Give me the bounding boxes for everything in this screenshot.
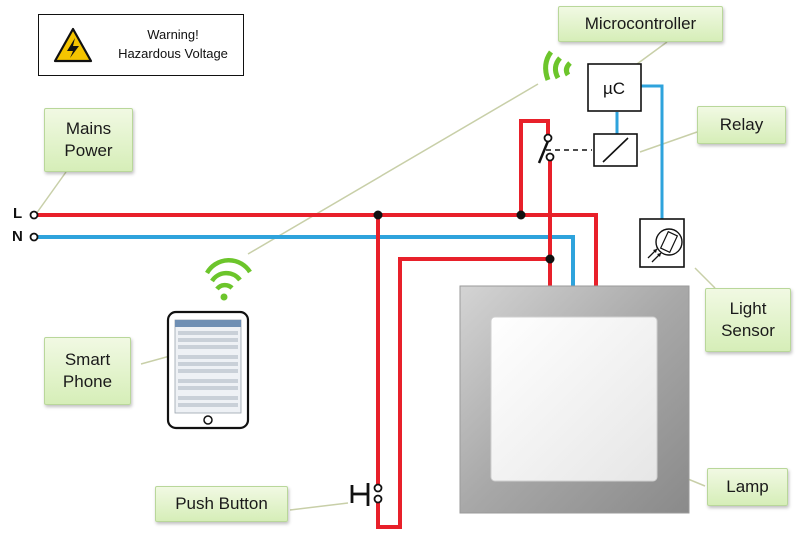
lamp-label: Lamp	[707, 468, 788, 506]
warning-line-1: Warning!	[147, 27, 199, 42]
wifi-signal-phone-icon	[205, 258, 252, 301]
hazard-warning-box: Warning! Hazardous Voltage	[38, 14, 244, 76]
mains-power-label: Mains Power	[44, 108, 133, 172]
live-main-wire	[37, 213, 598, 286]
wifi-signal-icon	[543, 50, 572, 81]
mains-power-label-line-2: Power	[64, 141, 113, 160]
relay-label: Relay	[697, 106, 786, 144]
relay-icon	[593, 133, 638, 167]
push-button-label: Push Button	[155, 486, 288, 522]
relay-switch	[537, 133, 592, 164]
mains-power-label-line-1: Mains	[65, 119, 112, 138]
terminal-neutral-label: N	[12, 228, 23, 245]
warning-line-2: Hazardous Voltage	[118, 46, 228, 61]
push-button-icon	[350, 483, 383, 506]
lamp-label-text: Lamp	[726, 477, 769, 496]
neutral-wire	[37, 235, 575, 286]
high-voltage-warning-icon	[53, 27, 93, 63]
warning-text: Warning! Hazardous Voltage	[105, 25, 241, 63]
light-sensor-label-line-1: Light	[729, 299, 767, 318]
microcontroller-label: Microcontroller	[558, 6, 723, 42]
microcontroller-label-text: Microcontroller	[584, 14, 697, 33]
sensor-control-wire	[640, 84, 664, 219]
smart-phone-label-line-1: Smart	[64, 350, 111, 369]
mains-power-leader	[35, 171, 67, 215]
light-sensor-label: Light Sensor	[705, 288, 791, 352]
lamp-icon	[459, 285, 690, 514]
smart-phone-label: Smart Phone	[44, 337, 131, 405]
smart-phone-label-line-2: Phone	[62, 372, 113, 391]
relay-leader	[639, 131, 698, 153]
live-relay-feed-wire	[519, 119, 550, 215]
light-sensor-icon	[639, 218, 685, 268]
junction-lamp	[545, 254, 555, 264]
microcontroller-leader	[636, 41, 668, 65]
push-button-label-text: Push Button	[175, 494, 268, 513]
junction-button	[373, 210, 383, 220]
junction-relay	[516, 210, 526, 220]
wifi-link-line	[247, 83, 539, 255]
terminal-live-label: L	[13, 205, 23, 222]
mains-terminals	[29, 210, 39, 242]
smartphone-icon	[166, 310, 250, 430]
light-sensor-label-line-2: Sensor	[721, 321, 775, 340]
microcontroller-symbol: µC	[603, 79, 625, 98]
microcontroller-chip: µC	[587, 63, 642, 112]
terminal-live	[29, 210, 39, 220]
terminal-neutral	[29, 232, 39, 242]
button-return-wire	[376, 257, 552, 529]
smart-phone-leader	[140, 355, 171, 365]
light-sensor-leader	[694, 267, 716, 289]
relay-label-text: Relay	[719, 115, 764, 134]
push-button-leader	[289, 502, 349, 511]
live-wire	[37, 119, 598, 529]
junction-dots	[373, 210, 555, 264]
